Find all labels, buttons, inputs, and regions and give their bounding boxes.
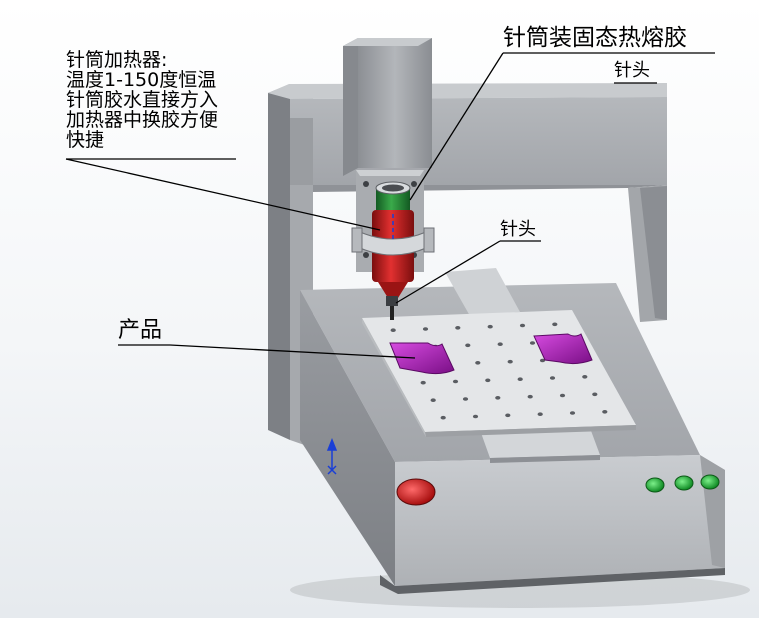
heater-description-label: 针筒加热器: 温度1-150度恒温 针筒胶水直接方入 加热器中换胶方便 快捷 (66, 49, 219, 151)
plate-hole (420, 380, 426, 385)
plate-hole (602, 410, 608, 414)
control-panel (396, 474, 720, 506)
plate-hole (519, 323, 526, 328)
product-label: 产品 (118, 318, 163, 343)
plate-hole (537, 412, 543, 417)
plate-hole (487, 324, 493, 329)
plate-hole (455, 326, 461, 330)
plate-hole (582, 375, 588, 379)
plate-hole (527, 394, 533, 399)
plate-hole (569, 411, 576, 415)
z-axis-carriage (343, 38, 432, 176)
plate-hole (552, 322, 558, 327)
green-button-2[interactable] (674, 475, 694, 491)
plate-hole (549, 376, 556, 380)
leader-lines (65, 52, 715, 359)
product-part (389, 333, 593, 375)
plate-hole (592, 392, 598, 397)
plate-hole (422, 327, 429, 331)
green-button-1[interactable] (645, 477, 665, 493)
plate-hole (390, 328, 396, 333)
plate-hole (517, 377, 523, 382)
green-button-3[interactable] (700, 474, 720, 490)
plate-hole (495, 396, 501, 400)
emergency-stop-button[interactable] (396, 478, 436, 506)
axis-marker (326, 437, 338, 475)
plate-hole (472, 414, 479, 419)
plate-hole (452, 379, 459, 384)
plate-hole (507, 359, 513, 364)
plate-hole (559, 393, 566, 398)
syringe-heater (351, 170, 435, 320)
plate-hole (485, 378, 491, 383)
plate-hole (440, 415, 446, 420)
hot-melt-syringe-label: 针筒装固态热熔胶 (503, 25, 687, 51)
needle-tip-label-mid: 针头 (500, 219, 536, 240)
plate-hole (497, 342, 503, 347)
plate-hole (430, 398, 436, 403)
plate-hole (505, 413, 511, 418)
plate-hole (529, 341, 536, 345)
plate-hole (465, 343, 471, 348)
needle-tip-label-top: 针头 (614, 60, 650, 81)
plate-hole (462, 397, 469, 401)
plate-hole (539, 358, 546, 363)
plate-hole (475, 361, 481, 365)
